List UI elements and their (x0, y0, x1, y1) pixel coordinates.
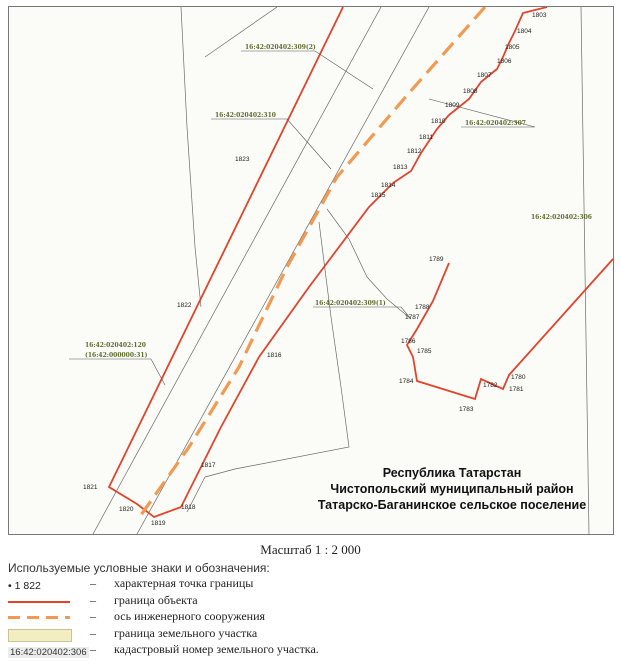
parcel-fill-symbol (8, 628, 72, 642)
legend-item-cadastral: 16:42:020402:306 – кадастровый номер зем… (8, 642, 608, 659)
legend-item-label: характерная точка границы (114, 576, 254, 590)
point-1821: 1821 (83, 484, 98, 491)
legend-dash: – (90, 625, 96, 640)
parcel-label-307: 16:42:020402:307 (465, 120, 526, 127)
cadastral-map: 16:42:020402:309(2) 16:42:020402:310 16:… (8, 6, 614, 535)
legend-item-boundary: – граница объекта (8, 593, 608, 610)
object-boundary-line (405, 258, 613, 401)
point-1783: 1783 (459, 406, 474, 413)
point-1822: 1822 (177, 302, 192, 309)
object-boundary-line (180, 182, 394, 508)
point-1781: 1781 (509, 386, 524, 393)
parcel-boundary-line (180, 7, 202, 308)
map-drawing: 16:42:020402:309(2) 16:42:020402:310 16:… (69, 7, 613, 534)
point-1789: 1789 (429, 256, 444, 263)
point-1811: 1811 (419, 134, 433, 141)
parcel-boundary-line (92, 7, 382, 534)
legend: Используемые условные знаки и обозначени… (8, 561, 608, 659)
parcel-boundary-line (204, 7, 278, 58)
legend-dash: – (90, 592, 96, 607)
red-line-symbol (8, 600, 70, 603)
point-1809: 1809 (445, 102, 460, 109)
point-1814: 1814 (381, 182, 396, 189)
parcel-label-120: 16:42:020402:120 (85, 342, 146, 349)
region-title-line: Татарско-Баганинское сельское поселение (317, 498, 587, 512)
point-1785: 1785 (417, 348, 432, 355)
leader-line (241, 50, 374, 90)
region-title: Республика Татарстан Чистопольский муниц… (297, 465, 607, 513)
legend-dash: – (90, 642, 96, 656)
legend-dash: – (90, 576, 96, 590)
parcel-boundary-line (580, 7, 590, 534)
region-title-line: Чистопольский муниципальный район (330, 482, 574, 496)
leader-line (313, 306, 412, 320)
point-1815: 1815 (371, 192, 386, 199)
point-1780: 1780 (511, 374, 526, 381)
leader-line (211, 118, 332, 170)
point-1812: 1812 (407, 148, 422, 155)
point-1803: 1803 (532, 12, 547, 19)
point-1787: 1787 (405, 314, 420, 321)
point-1816: 1816 (267, 352, 282, 359)
parcel-label-309-1: 16:42:020402:309(1) (315, 300, 386, 307)
point-1820: 1820 (119, 506, 134, 513)
legend-item-parcel: – граница земельного участка (8, 626, 608, 643)
parcel-label-310: 16:42:020402:310 (215, 112, 276, 119)
point-1782: 1782 (483, 382, 498, 389)
cadastral-number-symbol: 16:42:020402:306 (8, 647, 89, 658)
parcel-label-309-2: 16:42:020402:309(2) (245, 44, 316, 51)
point-1807: 1807 (477, 72, 492, 79)
object-boundary-line (107, 7, 344, 519)
dashed-axis-symbol (8, 616, 70, 619)
parcel-label-120-old: (16:42:000000:31) (85, 352, 148, 359)
legend-item-axis: – ось инженерного сооружения (8, 609, 608, 626)
legend-item-label: граница объекта (114, 592, 198, 607)
point-1788: 1788 (415, 304, 430, 311)
point-1819: 1819 (151, 520, 166, 527)
point-1813: 1813 (393, 164, 408, 171)
region-title-line: Республика Татарстан (382, 466, 522, 480)
point-1784: 1784 (399, 378, 414, 385)
leader-line (69, 358, 166, 386)
legend-item-point: • 1 822 – характерная точка границы (8, 576, 608, 593)
point-1817: 1817 (201, 462, 216, 469)
parcel-boundary-line (326, 208, 412, 320)
point-1810: 1810 (431, 118, 446, 125)
legend-item-label: кадастровый номер земельного участка. (114, 642, 319, 656)
point-1804: 1804 (517, 28, 532, 35)
parcel-boundary-line (186, 476, 206, 513)
parcel-label-306: 16:42:020402:306 (531, 214, 592, 221)
point-1805: 1805 (505, 44, 520, 51)
map-scale: Масштаб 1 : 2 000 (260, 542, 361, 557)
legend-item-label: ось инженерного сооружения (114, 609, 266, 623)
legend-title: Используемые условные знаки и обозначени… (8, 561, 270, 575)
boundary-point-symbol: • 1 822 (8, 580, 41, 592)
point-1806: 1806 (497, 58, 512, 65)
point-1818: 1818 (181, 504, 196, 511)
parcel-boundary-line (204, 221, 350, 478)
leader-line (428, 98, 536, 128)
object-boundary-line (392, 7, 548, 184)
legend-item-label: граница земельного участка (114, 625, 258, 640)
parcel-boundary-line (136, 7, 430, 534)
legend-dash: – (90, 609, 96, 623)
engineering-axis-line (139, 7, 487, 516)
point-1808: 1808 (463, 88, 478, 95)
point-1786: 1786 (401, 338, 416, 345)
point-1823: 1823 (235, 156, 250, 163)
